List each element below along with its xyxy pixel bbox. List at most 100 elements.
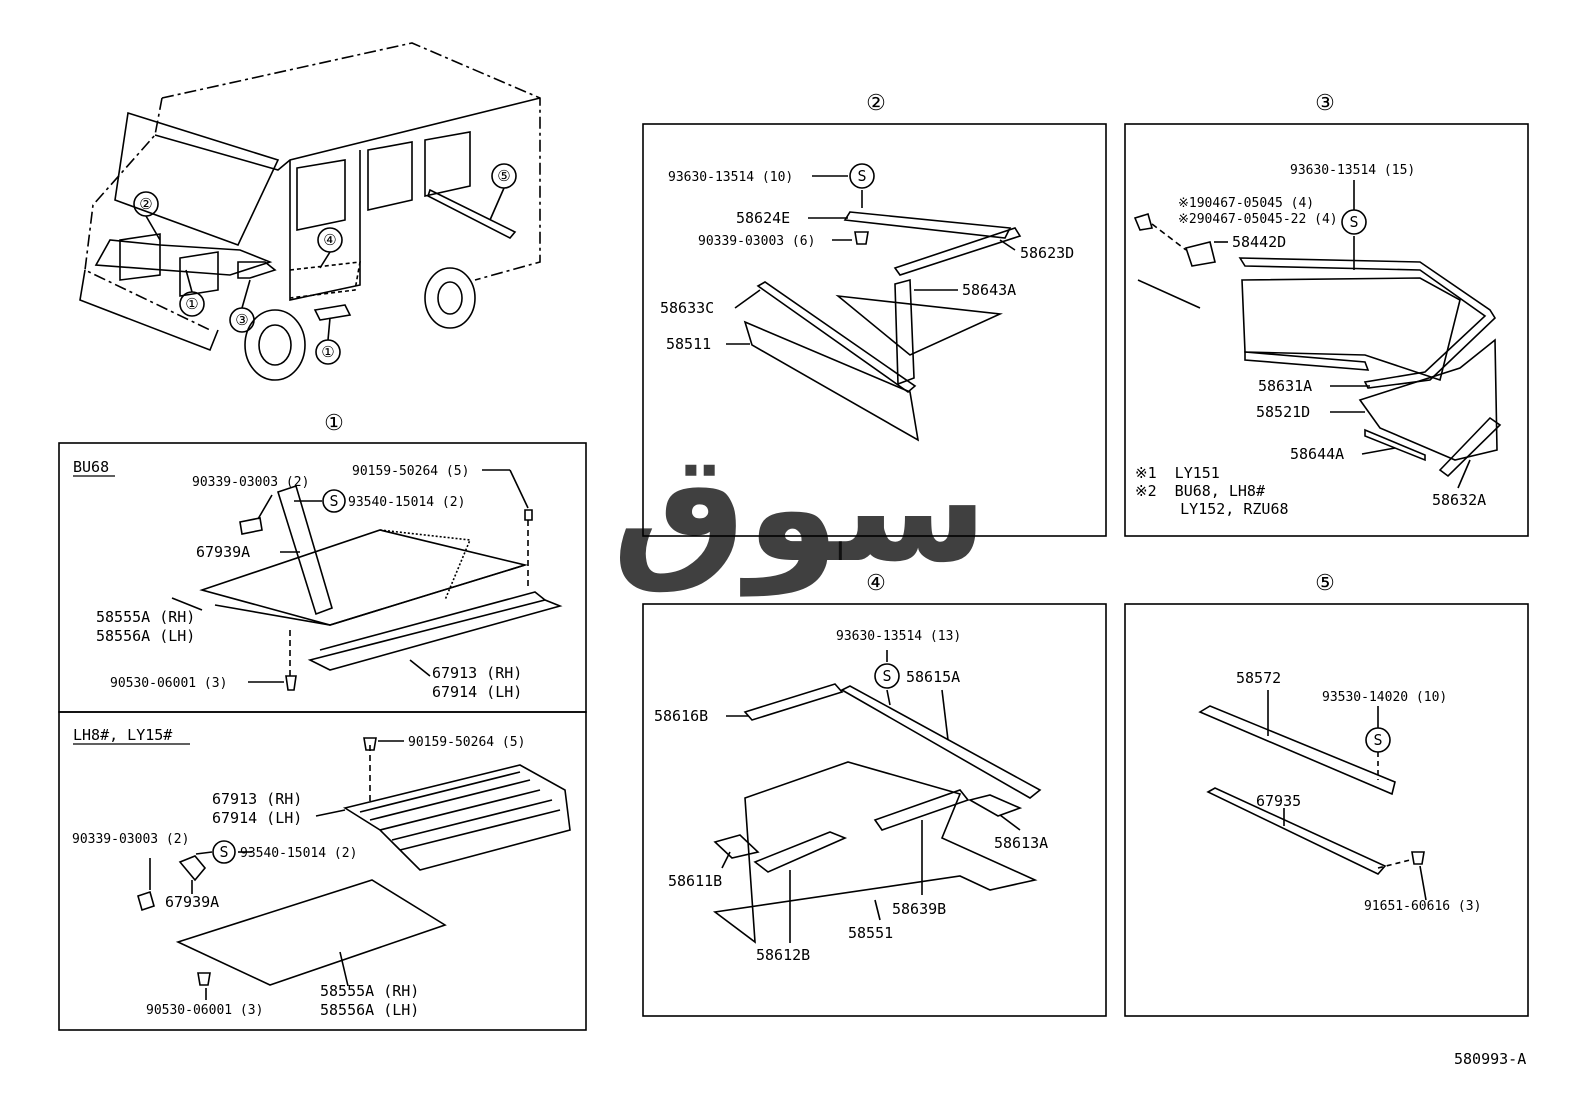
s2-part-90339: 90339-03003 (6) bbox=[698, 234, 815, 249]
s5-part-67935: 67935 bbox=[1256, 792, 1301, 810]
section1-number: ① bbox=[324, 411, 344, 436]
s2-part-58624e: 58624E bbox=[736, 209, 790, 227]
bu68-part-90159: 90159-50264 (5) bbox=[352, 464, 469, 479]
bu68-leaders bbox=[248, 469, 529, 683]
overview-callout-labels: ② ⑤ ④ ① ③ ① bbox=[139, 167, 510, 361]
s4-part-58612b: 58612B bbox=[756, 946, 810, 964]
section2-labels: 93630-13514 (10) 58624E 90339-03003 (6) … bbox=[660, 170, 1074, 353]
lh8-part-93540: 93540-15014 (2) bbox=[240, 846, 357, 861]
bu68-s-symbol: S bbox=[329, 492, 338, 510]
overview-callout-5: ⑤ bbox=[497, 167, 510, 185]
s2-part-58633c: 58633C bbox=[660, 299, 714, 317]
section1-box-lh8 bbox=[58, 711, 587, 1031]
section3-leaders bbox=[1214, 180, 1471, 489]
section5-leaders bbox=[1267, 690, 1427, 901]
lh8-part-90159: 90159-50264 (5) bbox=[408, 735, 525, 750]
s4-part-58551: 58551 bbox=[848, 924, 893, 942]
s4-part-58613a: 58613A bbox=[994, 834, 1048, 852]
section5-number: ⑤ bbox=[1315, 571, 1335, 596]
section3-number: ③ bbox=[1315, 91, 1335, 116]
s5-part-58572: 58572 bbox=[1236, 669, 1281, 687]
bu68-part-58556a: 58556A (LH) bbox=[96, 627, 195, 645]
s5-part-93530: 93530-14020 (10) bbox=[1322, 690, 1447, 705]
section4-s-symbol: S bbox=[882, 667, 891, 685]
s3-part-58631a: 58631A bbox=[1258, 377, 1312, 395]
lh8-s-symbol: S bbox=[219, 843, 228, 861]
section2-leaders bbox=[726, 175, 1016, 345]
s4-part-58611b: 58611B bbox=[668, 872, 722, 890]
overview-callout-1b: ① bbox=[321, 343, 334, 361]
section4-drawing bbox=[712, 650, 1042, 944]
section5-s-symbol: S bbox=[1373, 731, 1382, 749]
van-overview-illustration bbox=[79, 42, 541, 381]
s4-part-58615a: 58615A bbox=[906, 668, 960, 686]
section2-number: ② bbox=[866, 91, 886, 116]
overview-callout-3: ③ bbox=[235, 311, 248, 329]
section4-leaders bbox=[721, 689, 1021, 943]
section4-number: ④ bbox=[866, 571, 886, 596]
lh8-leaders bbox=[149, 740, 404, 1000]
s4-part-58639b: 58639B bbox=[892, 900, 946, 918]
bu68-s-symbol-circle bbox=[322, 489, 346, 513]
s-symbol-letters: S S S S S S bbox=[219, 167, 1382, 861]
section3-box bbox=[1124, 123, 1529, 537]
bu68-part-93540: 93540-15014 (2) bbox=[348, 495, 465, 510]
s5-part-91651: 91651-60616 (3) bbox=[1364, 899, 1481, 914]
s3-part-93630: 93630-13514 (15) bbox=[1290, 163, 1415, 178]
section3-drawing bbox=[1133, 212, 1502, 478]
s3-part-58632a: 58632A bbox=[1432, 491, 1486, 509]
lh8-part-58555a: 58555A (RH) bbox=[320, 982, 419, 1000]
s4-part-93630: 93630-13514 (13) bbox=[836, 629, 961, 644]
overview-callout-4: ④ bbox=[323, 231, 336, 249]
lh8-part-58556a: 58556A (LH) bbox=[320, 1001, 419, 1019]
bu68-part-90339: 90339-03003 (2) bbox=[192, 475, 309, 490]
s2-part-58623d: 58623D bbox=[1020, 244, 1074, 262]
bu68-title: BU68 bbox=[73, 458, 109, 476]
s3-part-90467-a: ※190467-05045 (4) bbox=[1178, 196, 1314, 211]
section5-labels: 58572 93530-14020 (10) 67935 91651-60616… bbox=[1236, 669, 1481, 914]
section2-s-symbol-circle bbox=[849, 163, 875, 189]
diagram-id: 580993-A bbox=[1454, 1050, 1526, 1068]
s3-part-58442d: 58442D bbox=[1232, 233, 1286, 251]
section2-box bbox=[642, 123, 1107, 537]
bu68-drawing bbox=[171, 484, 563, 691]
bu68-part-58555a: 58555A (RH) bbox=[96, 608, 195, 626]
s2-part-93630: 93630-13514 (10) bbox=[668, 170, 793, 185]
lh8-part-67913: 67913 (RH) bbox=[212, 790, 302, 808]
section5-box bbox=[1124, 603, 1529, 1017]
watermark: سوق bbox=[612, 422, 988, 597]
s3-part-58521d: 58521D bbox=[1256, 403, 1310, 421]
section5-drawing bbox=[1198, 705, 1425, 875]
overview-callouts bbox=[133, 163, 517, 365]
lh8-s-symbol-circle bbox=[212, 840, 236, 864]
lh8-part-67914: 67914 (LH) bbox=[212, 809, 302, 827]
s2-part-58643a: 58643A bbox=[962, 281, 1016, 299]
section2-s-symbol: S bbox=[857, 167, 866, 185]
overview-callout-1a: ① bbox=[185, 295, 198, 313]
lh8-labels: LH8#, LY15# 90159-50264 (5) 67913 (RH) 6… bbox=[72, 726, 525, 1019]
lh8-part-90339: 90339-03003 (2) bbox=[72, 832, 189, 847]
overview-callout-2: ② bbox=[139, 195, 152, 213]
lh8-drawing bbox=[137, 737, 571, 986]
bu68-part-67939a: 67939A bbox=[196, 543, 250, 561]
s2-part-58511: 58511 bbox=[666, 335, 711, 353]
section4-labels: 93630-13514 (13) 58615A 58616B 58613A 58… bbox=[654, 629, 1048, 964]
section4-s-symbol-circle bbox=[874, 663, 900, 689]
section2-drawing bbox=[743, 190, 1022, 442]
section4-box bbox=[642, 603, 1107, 1017]
bu68-part-67914: 67914 (LH) bbox=[432, 683, 522, 701]
bu68-part-90530: 90530-06001 (3) bbox=[110, 676, 227, 691]
bu68-labels: BU68 90339-03003 (2) 90159-50264 (5) 935… bbox=[73, 458, 522, 701]
section3-labels: 93630-13514 (15) ※190467-05045 (4) ※2904… bbox=[1135, 163, 1486, 518]
lh8-part-90530: 90530-06001 (3) bbox=[146, 1003, 263, 1018]
section3-s-symbol: S bbox=[1349, 213, 1358, 231]
s3-note-3: LY152, RZU68 bbox=[1135, 500, 1289, 518]
s3-part-58644a: 58644A bbox=[1290, 445, 1344, 463]
bu68-part-67913: 67913 (RH) bbox=[432, 664, 522, 682]
lh8-title: LH8#, LY15# bbox=[73, 726, 172, 744]
s3-part-90467-b: ※290467-05045-22 (4) bbox=[1178, 212, 1338, 227]
s4-part-58616b: 58616B bbox=[654, 707, 708, 725]
lh8-part-67939a: 67939A bbox=[165, 893, 219, 911]
s3-note-2: ※2 BU68, LH8# bbox=[1135, 482, 1265, 500]
